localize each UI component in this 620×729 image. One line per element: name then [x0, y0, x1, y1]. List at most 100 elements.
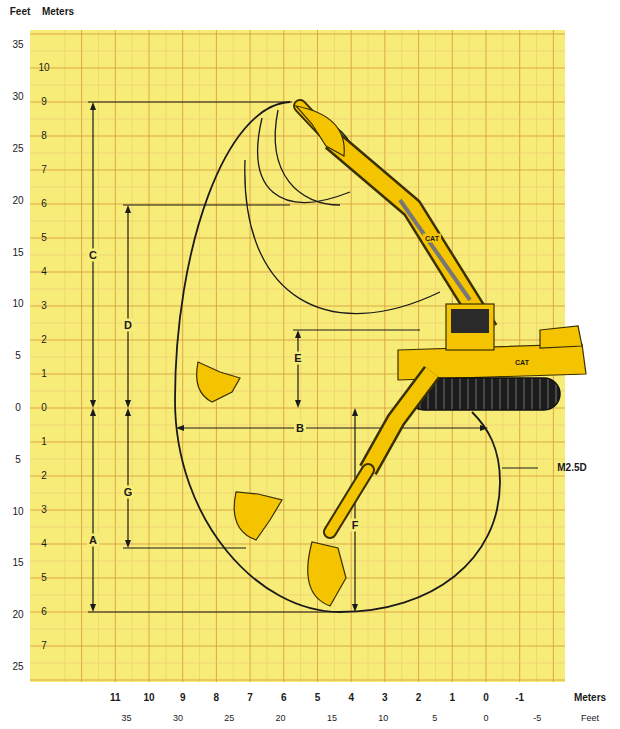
grid-line	[30, 34, 565, 35]
grid-line	[30, 51, 565, 52]
grid-line	[384, 30, 385, 682]
axis-tick: 10	[143, 693, 154, 703]
grid-line	[98, 30, 99, 682]
axis-tick: 0	[41, 403, 47, 413]
axis-tick: 6	[41, 199, 47, 209]
dimension-letter: B	[294, 422, 306, 435]
grid-line	[30, 578, 565, 579]
grid-line	[30, 459, 565, 460]
grid-line	[233, 30, 234, 682]
grid-line	[30, 85, 565, 86]
grid-line	[81, 30, 82, 682]
axis-tick: 2	[41, 335, 47, 345]
axis-tick: 7	[41, 165, 47, 175]
grid-line	[216, 30, 217, 682]
grid-line	[30, 187, 565, 188]
grid-line	[30, 442, 565, 443]
grid-line	[30, 680, 565, 681]
axis-tick: 3	[41, 505, 47, 515]
axis-tick: 2	[416, 693, 422, 703]
axis-tick: 9	[41, 97, 47, 107]
axis-title: Meters	[574, 693, 606, 703]
axis-tick: 3	[382, 693, 388, 703]
grid-line	[351, 30, 352, 682]
axis-tick: 6	[41, 607, 47, 617]
grid-line	[30, 629, 565, 630]
dimension-letter: D	[122, 319, 134, 332]
axis-tick: 5	[41, 573, 47, 583]
grid-line	[30, 289, 565, 290]
brand-mark: CAT	[513, 358, 531, 367]
axis-tick: 4	[41, 267, 47, 277]
axis-tick: -5	[533, 714, 541, 723]
grid-line	[30, 646, 565, 647]
axis-tick: 35	[12, 40, 23, 50]
axis-tick: 10	[38, 63, 49, 73]
grid-line	[30, 204, 565, 205]
axis-tick: 0	[483, 693, 489, 703]
axis-tick: 11	[110, 693, 121, 703]
dimension-letter: F	[350, 519, 361, 532]
axis-tick: 5	[41, 233, 47, 243]
axis-tick: 30	[12, 92, 23, 102]
grid-line	[266, 30, 267, 682]
axis-tick: 30	[173, 714, 183, 723]
grid-line	[30, 510, 565, 511]
axis-tick: 5	[15, 351, 21, 361]
axis-tick: 4	[41, 539, 47, 549]
grid-line	[30, 527, 565, 528]
axis-tick: 7	[247, 693, 253, 703]
grid-line	[132, 30, 133, 682]
grid-line	[30, 561, 565, 562]
brand-mark: CAT	[423, 234, 441, 243]
dimension-letter: C	[87, 249, 99, 262]
axis-tick: 7	[41, 641, 47, 651]
axis-title: Feet	[581, 714, 599, 723]
axis-tick: 15	[327, 714, 337, 723]
axis-title: Meters	[42, 7, 74, 17]
axis-tick: 35	[122, 714, 132, 723]
axis-tick: 10	[12, 507, 23, 517]
excavator-lower-arm	[308, 372, 432, 606]
grid-line	[149, 30, 150, 682]
grid-line	[250, 30, 251, 682]
grid-line	[199, 30, 200, 682]
grid-line	[64, 30, 65, 682]
axis-tick: 15	[12, 248, 23, 258]
axis-tick: 2	[41, 471, 47, 481]
axis-tick: 6	[281, 693, 287, 703]
grid-line	[30, 153, 565, 154]
axis-tick: 25	[12, 144, 23, 154]
grid-line	[30, 493, 565, 494]
model-label: M2.5D	[557, 463, 586, 473]
axis-tick: 1	[450, 693, 456, 703]
axis-tick: 5	[432, 714, 437, 723]
dimension-letter: G	[122, 486, 135, 499]
grid-line	[30, 544, 565, 545]
grid-line	[30, 595, 565, 596]
grid-line	[30, 255, 565, 256]
axis-tick: 20	[12, 610, 23, 620]
grid-line	[368, 30, 369, 682]
grid-line	[30, 119, 565, 120]
excavator-upper	[296, 106, 586, 410]
grid-line	[30, 170, 565, 171]
axis-tick: 25	[224, 714, 234, 723]
axis-tick: 0	[483, 714, 488, 723]
grid-line	[165, 30, 166, 682]
axis-tick: 3	[41, 301, 47, 311]
axis-tick: 10	[378, 714, 388, 723]
axis-tick: 4	[348, 693, 354, 703]
axis-tick: 5	[15, 455, 21, 465]
axis-tick: 1	[41, 437, 47, 447]
grid-line	[283, 30, 284, 682]
axis-title: Feet	[10, 7, 31, 17]
grid-line	[182, 30, 183, 682]
axis-tick: 15	[12, 558, 23, 568]
grid-line	[30, 272, 565, 273]
grid-line	[115, 30, 116, 682]
axis-tick: 8	[214, 693, 220, 703]
grid-line	[30, 221, 565, 222]
axis-tick: 25	[12, 662, 23, 672]
